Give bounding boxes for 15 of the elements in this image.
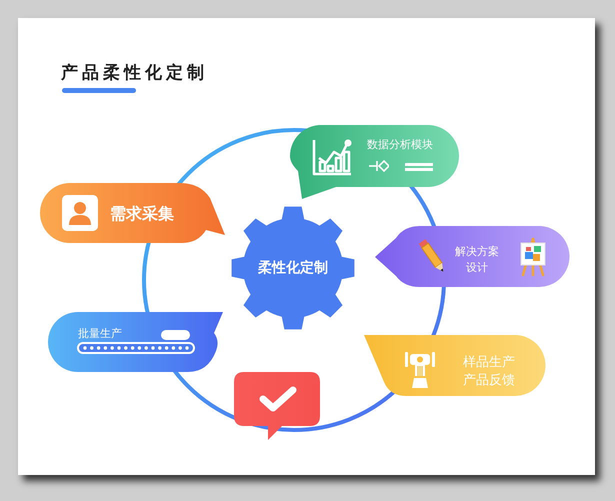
gear-hub: [229, 204, 357, 332]
node-label: 数据分析模块: [367, 138, 433, 152]
speech-bubble: [234, 372, 322, 440]
speech-bubble: [40, 183, 226, 243]
speech-bubble: [374, 226, 570, 287]
node-label: 解决方案设计: [454, 244, 500, 276]
node-label: 需求采集: [110, 204, 174, 224]
node-label: 柔性化定制: [258, 260, 328, 276]
speech-bubble: [290, 125, 460, 200]
node-label: 产品反馈: [463, 373, 515, 389]
speech-bubble: [48, 311, 224, 373]
node-label: 样品生产: [463, 355, 515, 371]
speech-bubble: [364, 334, 546, 396]
diagram-title: 产品柔性化定制: [61, 63, 208, 83]
node-label: 批量生产: [78, 327, 122, 340]
